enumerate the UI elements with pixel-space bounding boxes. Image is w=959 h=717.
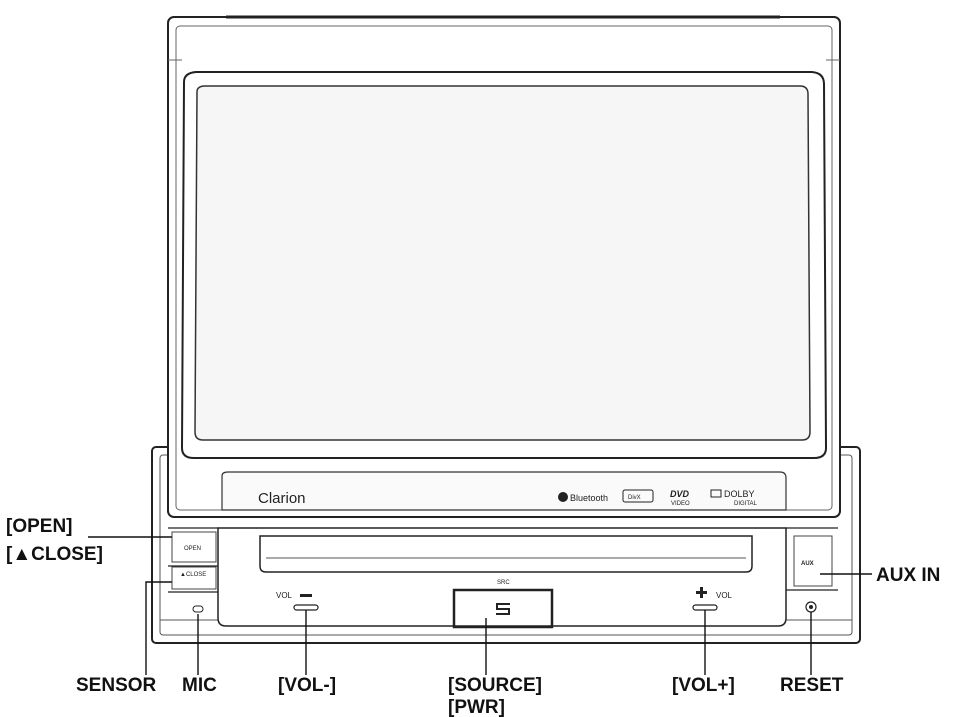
- display-screen[interactable]: [194, 85, 811, 441]
- mic-hole: [192, 605, 204, 613]
- divx-logo: DivX: [622, 489, 654, 503]
- monitor: [167, 15, 841, 518]
- src-label: SRC: [497, 580, 510, 586]
- dvd-logo: DVD VIDEO: [670, 489, 690, 507]
- open-button-label: OPEN: [184, 546, 201, 552]
- vol-plus-label: VOL: [716, 591, 733, 600]
- mic-callout: MIC: [182, 675, 217, 696]
- vol-minus-callout: [VOL-]: [278, 675, 336, 696]
- brand-strip: [221, 471, 787, 511]
- svg-text:DOLBY: DOLBY: [724, 489, 755, 499]
- svg-text:DIGITAL: DIGITAL: [734, 501, 758, 507]
- vol-plus-button[interactable]: [692, 604, 718, 611]
- leader-lines: [88, 536, 872, 675]
- svg-text:DivX: DivX: [628, 495, 641, 501]
- aux-label: AUX: [801, 561, 814, 567]
- svg-text:Bluetooth: Bluetooth: [570, 493, 608, 503]
- close-button-label: ▲CLOSE: [180, 572, 206, 578]
- reset-callout: RESET: [780, 675, 844, 696]
- brand-logo: Clarion: [258, 490, 306, 507]
- aux-in-callout: AUX IN: [876, 565, 940, 586]
- source-callout: [SOURCE]: [448, 675, 542, 696]
- open-button[interactable]: [171, 531, 217, 563]
- open-callout: [OPEN]: [6, 516, 73, 537]
- sensor-callout: SENSOR: [76, 675, 157, 696]
- minus-icon: [300, 594, 312, 597]
- vol-minus-button[interactable]: [293, 604, 319, 611]
- close-button[interactable]: [171, 566, 217, 590]
- vol-plus-callout: [VOL+]: [672, 675, 735, 696]
- pwr-callout: [PWR]: [448, 697, 505, 717]
- dolby-logo: DOLBY DIGITAL: [710, 489, 758, 507]
- svg-text:DVD: DVD: [670, 489, 690, 499]
- bluetooth-logo: Bluetooth: [558, 492, 608, 503]
- reset-button[interactable]: [805, 601, 817, 613]
- disc-slot[interactable]: [259, 535, 753, 573]
- front-panel: [168, 527, 838, 627]
- source-icon: [496, 603, 510, 615]
- source-button[interactable]: [452, 588, 554, 629]
- plus-icon: [696, 587, 707, 598]
- vol-minus-label: VOL: [276, 591, 293, 600]
- close-callout: [▲CLOSE]: [6, 544, 103, 565]
- svg-text:VIDEO: VIDEO: [671, 501, 690, 507]
